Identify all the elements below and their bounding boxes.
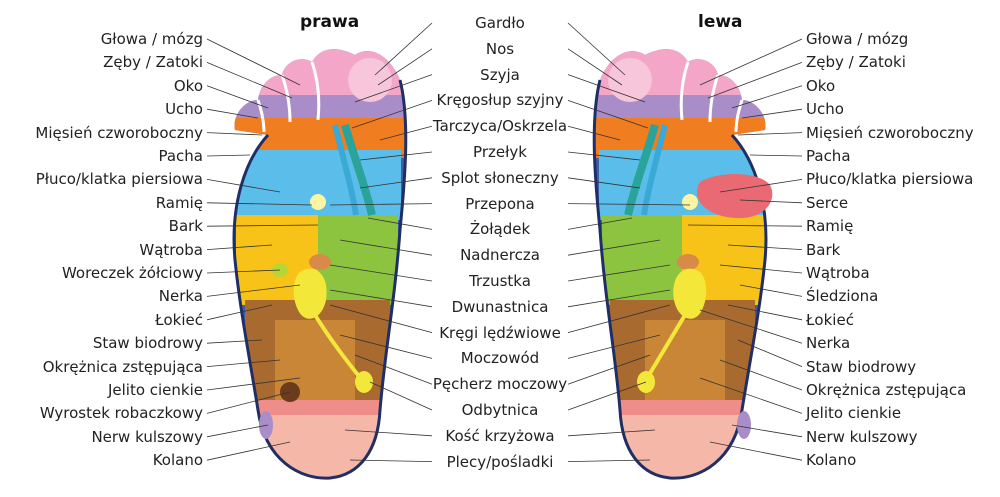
right-label-13: Łokieć <box>806 310 854 329</box>
right-label-2: Zęby / Zatoki <box>806 53 906 72</box>
left-heart <box>696 174 773 219</box>
left-label-4: Ucho <box>165 100 203 119</box>
center-label-12: Dwunastnica <box>451 297 549 316</box>
right-label-11: Wątroba <box>806 264 870 282</box>
left-label-3: Oko <box>173 76 203 95</box>
center-label-9: Żołądek <box>469 220 531 239</box>
left-label-6: Pacha <box>158 147 203 165</box>
left-label-9: Bark <box>168 217 203 236</box>
right-label-18: Nerw kulszowy <box>806 427 918 446</box>
left-label-10: Wątroba <box>139 240 203 259</box>
left-toes <box>679 61 744 133</box>
center-label-15: Pęcherz moczowy <box>432 375 568 394</box>
right-label-12: Śledziona <box>806 287 879 306</box>
right-label-6: Pacha <box>806 147 851 165</box>
left-label-5: Mięsień czworoboczny <box>35 123 203 142</box>
center-label-10: Nadnercza <box>460 246 540 265</box>
right-foot-header: prawa <box>300 12 360 32</box>
center-label-5: Tarczyca/Oskrzela <box>432 117 568 136</box>
left-foot-header: lewa <box>698 12 743 32</box>
center-label-14: Moczowód <box>460 349 540 368</box>
left-label-7: Płuco/klatka piersiowa <box>35 170 203 189</box>
left-solar-plexus <box>682 194 698 210</box>
center-label-2: Nos <box>485 39 515 58</box>
left-adrenal <box>677 254 699 270</box>
right-solar-plexus <box>310 194 326 210</box>
right-label-7: Płuco/klatka piersiowa <box>806 170 974 189</box>
center-label-4: Kręgosłup szyjny <box>436 91 564 110</box>
leader-lines <box>206 22 803 462</box>
left-label-19: Kolano <box>152 451 203 470</box>
right-label-3: Oko <box>806 76 836 95</box>
left-label-13: Łokieć <box>155 310 203 329</box>
left-label-2: Zęby / Zatoki <box>103 53 203 72</box>
right-label-8: Serce <box>806 193 849 212</box>
left-label-15: Okrężnica zstępująca <box>42 357 203 376</box>
right-label-4: Ucho <box>806 100 844 119</box>
center-label-3: Szyja <box>480 65 520 84</box>
center-label-17: Kość krzyżowa <box>445 426 555 445</box>
right-label-15: Staw biodrowy <box>806 357 917 376</box>
center-label-13: Kręgi lędźwiowe <box>439 323 561 342</box>
right-adrenal <box>309 254 331 270</box>
right-label-10: Bark <box>806 240 841 259</box>
center-label-1: Gardło <box>475 14 525 32</box>
center-label-6: Przełyk <box>473 143 527 161</box>
right-label-1: Głowa / mózg <box>806 30 909 48</box>
right-label-5: Mięsień czworoboczny <box>806 123 974 142</box>
right-label-19: Kolano <box>806 451 857 470</box>
left-label-8: Ramię <box>155 193 203 212</box>
left-label-18: Nerw kulszowy <box>91 427 203 446</box>
center-label-7: Splot słoneczny <box>441 168 559 187</box>
left-label-16: Jelito cienkie <box>107 381 203 399</box>
left-label-1: Głowa / mózg <box>100 30 203 48</box>
right-label-16: Okrężnica zstępująca <box>806 381 967 399</box>
right-label-9: Ramię <box>806 217 854 236</box>
center-label-18: Plecy/pośladki <box>446 452 554 471</box>
left-label-12: Nerka <box>158 287 203 306</box>
left-label-11: Woreczek żółciowy <box>61 264 203 282</box>
center-label-8: Przepona <box>465 194 535 213</box>
left-label-17: Wyrostek robaczkowy <box>39 404 203 423</box>
left-kidney <box>673 268 707 319</box>
right-label-17: Jelito cienkie <box>806 404 902 423</box>
center-label-16: Odbytnica <box>461 401 539 419</box>
center-label-11: Trzustka <box>469 272 531 290</box>
right-toes <box>256 61 321 133</box>
right-label-14: Nerka <box>806 334 851 353</box>
right-bladder <box>355 371 373 393</box>
right-kidney <box>293 268 327 319</box>
left-label-14: Staw biodrowy <box>92 334 203 353</box>
